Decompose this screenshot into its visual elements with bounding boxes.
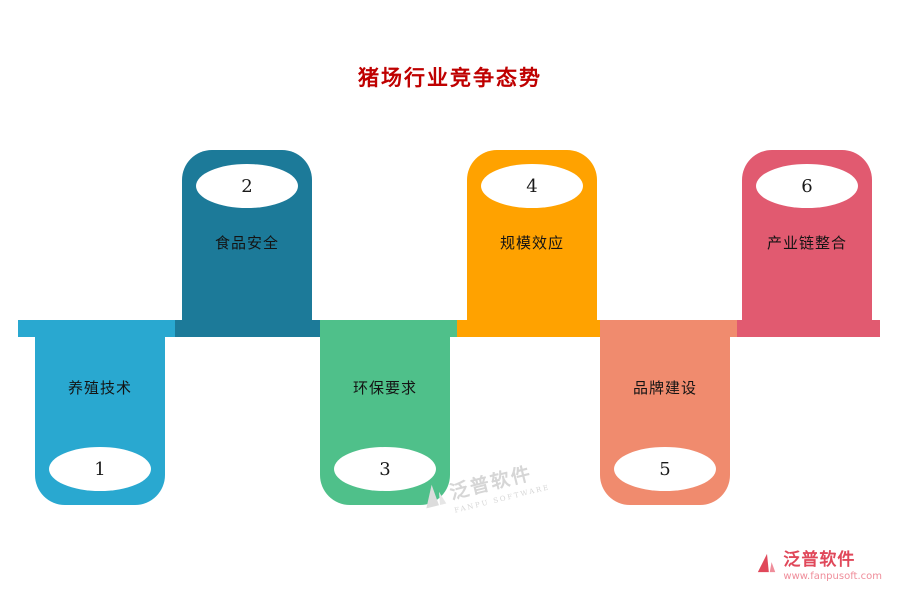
stage-shape-1: 养殖技术 1 [35,335,165,505]
stage-number-3: 3 [379,458,391,480]
diagram-title: 猪场行业竞争态势 [358,65,542,90]
fanpu-logo-icon-faint [426,484,447,509]
stage-label-4: 规模效应 [499,234,564,252]
stage-label-3: 环保要求 [352,379,417,397]
timeline-bar-segment-2 [175,320,320,337]
timeline-bar-segment-5 [600,320,737,337]
stage-number-badge-6: 6 [756,164,858,208]
stage-label-6: 产业链整合 [766,234,847,252]
stage-number-badge-5: 5 [614,447,716,491]
stage-label-1: 养殖技术 [67,379,132,397]
brand-name: 泛普软件 [783,550,856,571]
fanpu-logo-icon [758,554,776,573]
timeline-bar-segment-1 [18,320,175,337]
stage-number-4: 4 [526,175,538,197]
stage-label-5: 品牌建设 [632,379,697,397]
brand-url: www.fanpusoft.com [783,571,882,582]
stage-shape-6: 6 产业链整合 [742,150,872,322]
timeline-bar-segment-4 [457,320,600,337]
stage-label-2: 食品安全 [214,234,279,252]
stage-number-1: 1 [94,458,106,480]
stage-number-badge-4: 4 [481,164,583,208]
timeline-bar-segment-6 [737,320,880,337]
corner-watermark: 泛普软件 www.fanpusoft.com [756,550,882,582]
stage-number-2: 2 [241,175,253,197]
stage-number-badge-3: 3 [334,447,436,491]
timeline-bar-segment-3 [320,320,457,337]
stage-number-5: 5 [659,458,671,480]
stage-shape-5: 品牌建设 5 [600,335,730,505]
stage-number-badge-1: 1 [49,447,151,491]
stage-number-6: 6 [801,175,813,197]
stage-shape-4: 4 规模效应 [467,150,597,322]
stage-shape-2: 2 食品安全 [182,150,312,322]
stage-number-badge-2: 2 [196,164,298,208]
center-watermark: 泛普软件 FANPU SOFTWARE [417,455,551,522]
stage-shape-3: 环保要求 3 [320,335,450,505]
